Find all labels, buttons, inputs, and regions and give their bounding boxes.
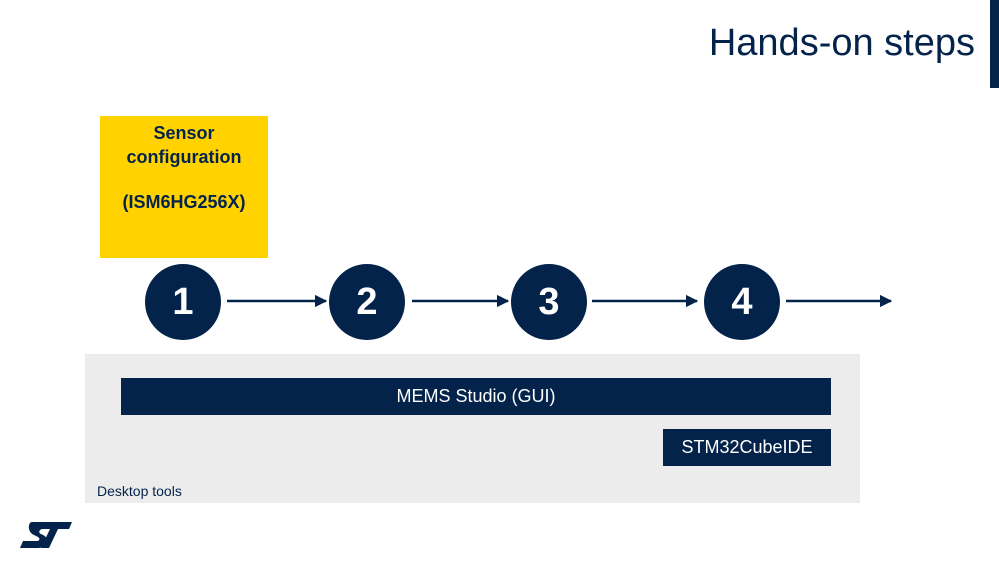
step-3-circle: 3 bbox=[511, 264, 587, 340]
page-title: Hands-on steps bbox=[708, 22, 975, 64]
mems-studio-bar: MEMS Studio (GUI) bbox=[121, 378, 831, 415]
sensor-configuration-box: Sensor configuration (ISM6HG256X) bbox=[100, 116, 268, 258]
sensor-box-line-3: (ISM6HG256X) bbox=[122, 192, 246, 212]
desktop-tools-label: Desktop tools bbox=[97, 483, 182, 499]
step-2-circle: 2 bbox=[329, 264, 405, 340]
step-1-circle: 1 bbox=[145, 264, 221, 340]
sensor-box-line-2: configuration bbox=[126, 147, 242, 167]
st-logo-icon bbox=[20, 522, 72, 548]
accent-bar bbox=[990, 0, 999, 88]
sensor-box-line-1: Sensor bbox=[153, 123, 215, 143]
stm32cubeide-bar: STM32CubeIDE bbox=[663, 429, 831, 466]
step-4-circle: 4 bbox=[704, 264, 780, 340]
